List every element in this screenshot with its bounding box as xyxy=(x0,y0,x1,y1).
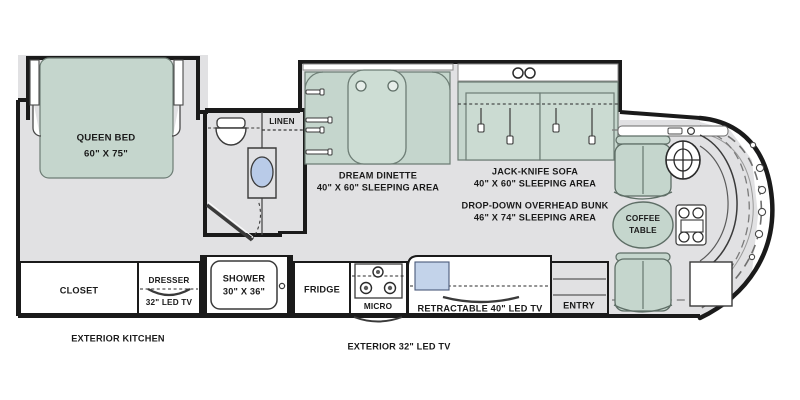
shower-pan xyxy=(210,260,278,310)
cupholder-icon xyxy=(692,207,704,219)
coffee-table-label-line1: COFFEE xyxy=(626,214,661,223)
cockpit: COFFEE TABLE xyxy=(612,125,750,313)
exterior-kitchen-label: EXTERIOR KITCHEN xyxy=(71,333,165,343)
nose-light-icon xyxy=(757,207,767,217)
captain-chair-driver xyxy=(613,135,673,200)
shower-drain-icon xyxy=(278,282,286,290)
cupholder-icon xyxy=(678,231,690,243)
fridge-label: FRIDGE xyxy=(304,284,340,294)
bath-sink-icon xyxy=(250,156,274,188)
micro-label: MICRO xyxy=(364,302,393,311)
dash-control-icon xyxy=(686,126,695,135)
cupholder-icon xyxy=(387,80,399,92)
bunk-sleeping-label: 46" X 74" SLEEPING AREA xyxy=(474,212,596,222)
coffee-table-label-line2: TABLE xyxy=(629,226,657,235)
coffee-table xyxy=(612,201,674,249)
dinette-seatbelts xyxy=(305,88,333,156)
center-console xyxy=(675,204,707,246)
coach-exterior-outline xyxy=(697,115,775,321)
toilet-icon xyxy=(215,117,247,146)
dresser-tv-label: 32" LED TV xyxy=(146,298,193,307)
sofa-label: JACK-KNIFE SOFA xyxy=(492,166,578,176)
nose-light-icon xyxy=(749,141,757,149)
retractable-tv-mount-icon xyxy=(442,295,520,304)
dinette-sleeping-label: 40" X 60" SLEEPING AREA xyxy=(317,182,439,192)
dream-dinette: DREAM DINETTE 40" X 60" SLEEPING AREA xyxy=(302,63,454,192)
cooktop-burners-icon xyxy=(359,266,397,295)
jack-knife-sofa: JACK-KNIFE SOFA 40" X 60" SLEEPING AREA … xyxy=(457,63,619,222)
sofa-sleeping-label: 40" X 60" SLEEPING AREA xyxy=(474,178,596,188)
bunk-label: DROP-DOWN OVERHEAD BUNK xyxy=(461,200,608,210)
bathroom: LINEN xyxy=(203,108,307,242)
overhead-light-icon xyxy=(524,67,536,79)
nose-light-icon xyxy=(748,253,756,261)
queen-bed-label: QUEEN BED xyxy=(77,133,136,144)
tv-screen-icon xyxy=(414,261,450,291)
closet-label: CLOSET xyxy=(60,285,99,295)
exterior-tv-icon xyxy=(353,316,403,323)
bathroom-door xyxy=(205,199,262,242)
cupholder-icon xyxy=(692,231,704,243)
entry-steps xyxy=(550,261,609,315)
dresser-tv-icon xyxy=(147,288,191,297)
cupholder-icon xyxy=(678,207,690,219)
queen-bed-size: 60" X 75" xyxy=(84,149,128,160)
dresser-label: DRESSER xyxy=(149,276,190,285)
shower-label: SHOWER xyxy=(223,273,266,283)
exterior-tv-label: EXTERIOR 32" LED TV xyxy=(347,341,451,351)
passenger-footwell xyxy=(689,261,733,307)
bedroom: QUEEN BED 60" X 75" xyxy=(29,57,184,179)
entry-label: ENTRY xyxy=(563,300,595,310)
sofa-seatbelts xyxy=(477,108,596,145)
retractable-tv-label: RETRACTABLE 40" LED TV xyxy=(418,303,544,313)
captain-chair-passenger xyxy=(613,252,673,313)
nose-light-icon xyxy=(757,185,767,195)
dinette-label: DREAM DINETTE xyxy=(339,170,417,180)
queen-bed xyxy=(39,57,174,179)
dinette-table xyxy=(347,69,407,165)
nose-light-icon xyxy=(754,229,764,239)
exterior-kitchen-hatch xyxy=(20,314,200,318)
nose-light-icon xyxy=(755,163,765,173)
overhead-light-icon xyxy=(512,67,524,79)
lower-cabinet-run: CLOSET DRESSER 32" LED TV SHOWER 30" X 3… xyxy=(19,255,609,323)
shower-size: 30" X 36" xyxy=(223,286,265,296)
exterior-callouts: EXTERIOR KITCHEN EXTERIOR 32" LED TV xyxy=(71,333,451,351)
steering-wheel-icon xyxy=(665,140,701,180)
linen-label: LINEN xyxy=(269,117,295,126)
cupholder-icon xyxy=(355,80,367,92)
